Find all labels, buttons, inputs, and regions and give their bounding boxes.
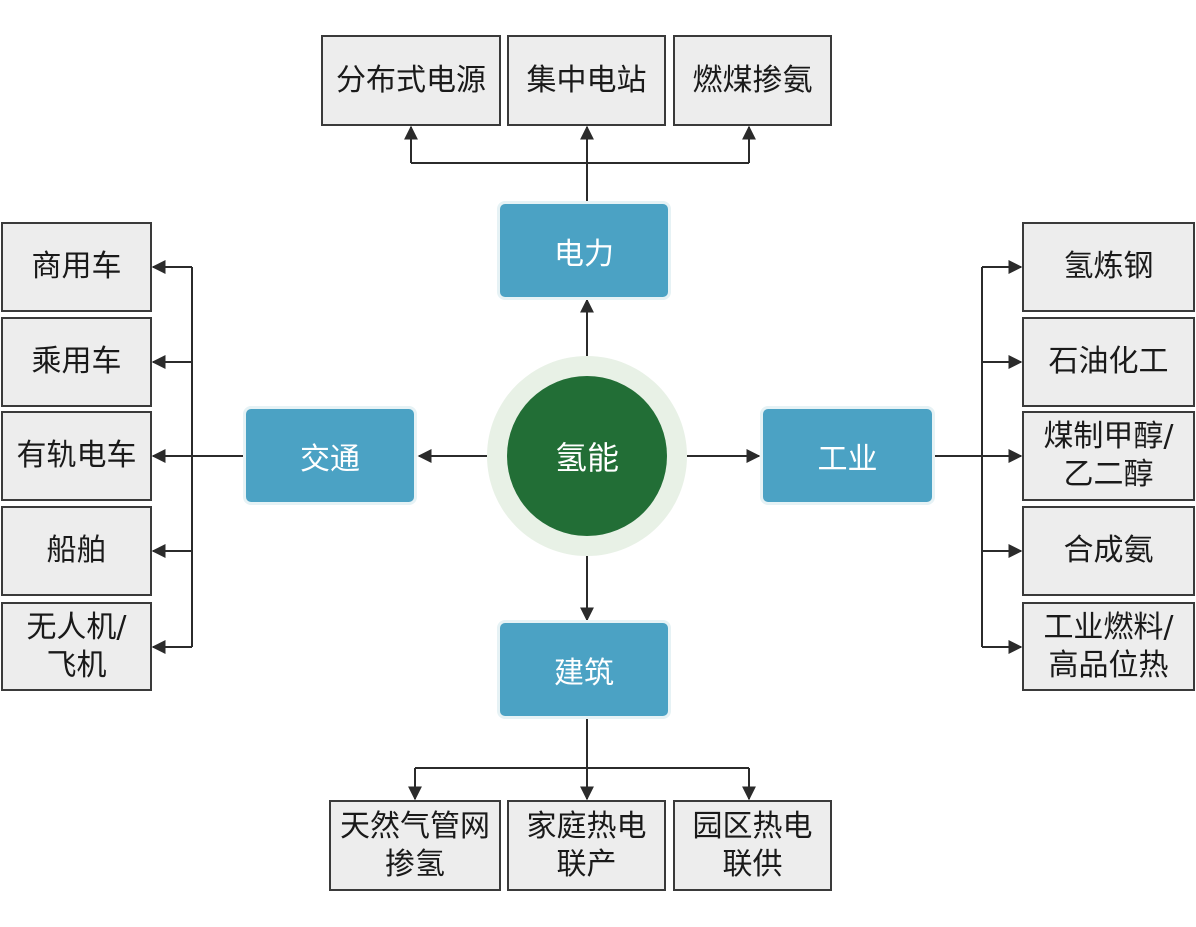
building-app-park-chp: 园区热电 联供 xyxy=(673,800,832,891)
sector-power: 电力 xyxy=(497,201,671,300)
building-app-gas-grid-blending: 天然气管网 掺氢 xyxy=(329,800,501,891)
transport-app-tram: 有轨电车 xyxy=(1,411,152,501)
sector-industry: 工业 xyxy=(760,406,935,505)
transport-app-ship: 船舶 xyxy=(1,506,152,596)
industry-app-synthetic-ammonia: 合成氨 xyxy=(1022,506,1195,596)
transport-app-commercial-vehicle: 商用车 xyxy=(1,222,152,312)
sector-building: 建筑 xyxy=(497,620,671,719)
center-node-label: 氢能 xyxy=(507,376,667,536)
transport-app-drone-aircraft: 无人机/ 飞机 xyxy=(1,602,152,691)
industry-app-fuel-high-grade-heat: 工业燃料/ 高品位热 xyxy=(1022,602,1195,691)
power-app-coal-ammonia: 燃煤掺氨 xyxy=(673,35,832,126)
industry-app-methanol-glycol: 煤制甲醇/ 乙二醇 xyxy=(1022,411,1195,501)
power-app-central-station: 集中电站 xyxy=(507,35,666,126)
sector-transport: 交通 xyxy=(243,406,417,505)
industry-app-petrochemical: 石油化工 xyxy=(1022,317,1195,407)
power-app-distributed: 分布式电源 xyxy=(321,35,501,126)
industry-app-hydrogen-steel: 氢炼钢 xyxy=(1022,222,1195,312)
transport-app-passenger-car: 乘用车 xyxy=(1,317,152,407)
center-node: 氢能 xyxy=(487,356,687,556)
building-app-household-chp: 家庭热电 联产 xyxy=(507,800,666,891)
